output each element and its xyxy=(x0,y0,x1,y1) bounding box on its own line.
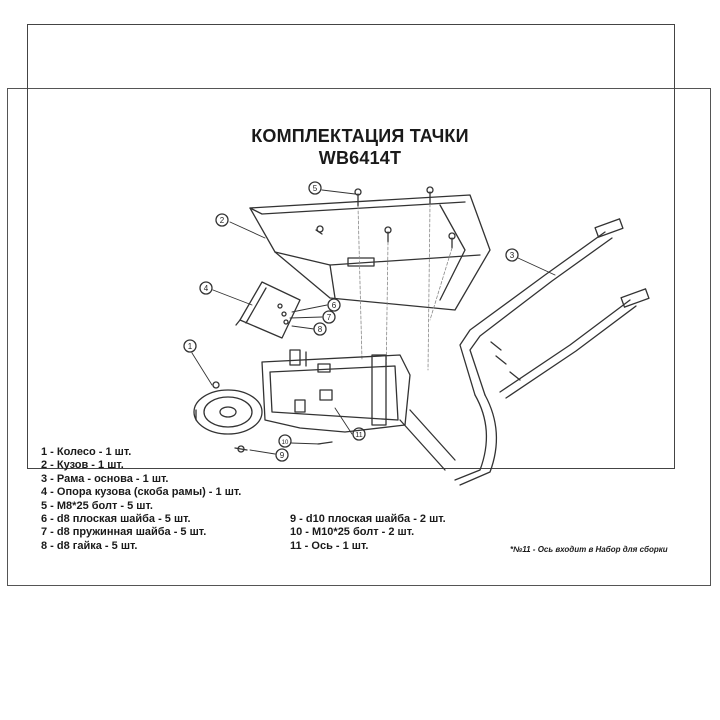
axle-note: *№11 - Ось входит в Набор для сборки xyxy=(510,545,668,554)
callout-label-5: 5 xyxy=(313,184,318,193)
parts-list-item: 6 - d8 плоская шайба - 5 шт. xyxy=(41,513,191,526)
callout-circles xyxy=(183,181,519,462)
callout-label-3: 3 xyxy=(510,251,515,260)
parts-list-item: 11 - Ось - 1 шт. xyxy=(290,539,369,552)
callout-label-9: 9 xyxy=(280,451,285,460)
frame-drawing xyxy=(399,218,650,486)
parts-list-right: 9 - d10 плоская шайба - 2 шт. 10 - М10*2… xyxy=(290,513,446,553)
wheel-drawing xyxy=(193,389,263,435)
tray-drawing xyxy=(249,194,491,311)
callout-label-7: 7 xyxy=(327,313,332,322)
parts-list-item: 7 - d8 пружинная шайба - 5 шт. xyxy=(41,526,207,539)
callout-label-1: 1 xyxy=(188,342,193,351)
parts-list-item: 1 - Колесо - 1 шт. xyxy=(41,446,132,458)
callout-label-10: 10 xyxy=(282,440,289,446)
parts-list-left: 1 - Колесо - 1 шт. 2 - Кузов - 1 шт. 3 -… xyxy=(41,446,241,553)
parts-list-item: 8 - d8 гайка - 5 шт. xyxy=(41,539,138,552)
callout-label-8: 8 xyxy=(318,325,323,334)
small-hardware xyxy=(212,303,521,453)
parts-list-item: 10 - М10*25 болт - 2 шт. xyxy=(290,526,415,539)
parts-list-item: 2 - Кузов - 1 шт. xyxy=(41,459,124,472)
callout-label-11: 11 xyxy=(355,432,362,439)
callout-label-6: 6 xyxy=(332,301,337,310)
bracket-drawing xyxy=(235,281,301,339)
callout-label-4: 4 xyxy=(204,284,209,293)
parts-list-item: 5 - М8*25 болт - 5 шт. xyxy=(41,499,153,512)
axle-frame-drawing xyxy=(261,349,411,433)
outer-frame xyxy=(7,88,711,586)
model-number: WB6414T xyxy=(318,148,402,168)
callout-label-2: 2 xyxy=(220,216,225,225)
parts-list-item: 4 - Опора кузова (скоба рамы) - 1 шт. xyxy=(41,486,242,499)
page-title: КОМПЛЕКТАЦИЯ ТАЧКИ xyxy=(251,126,469,146)
parts-list-item: 3 - Рама - основа - 1 шт. xyxy=(41,472,169,485)
tray-bolts xyxy=(315,186,456,249)
inner-frame xyxy=(27,24,675,469)
parts-list-item: 9 - d10 плоская шайба - 2 шт. xyxy=(290,513,446,525)
